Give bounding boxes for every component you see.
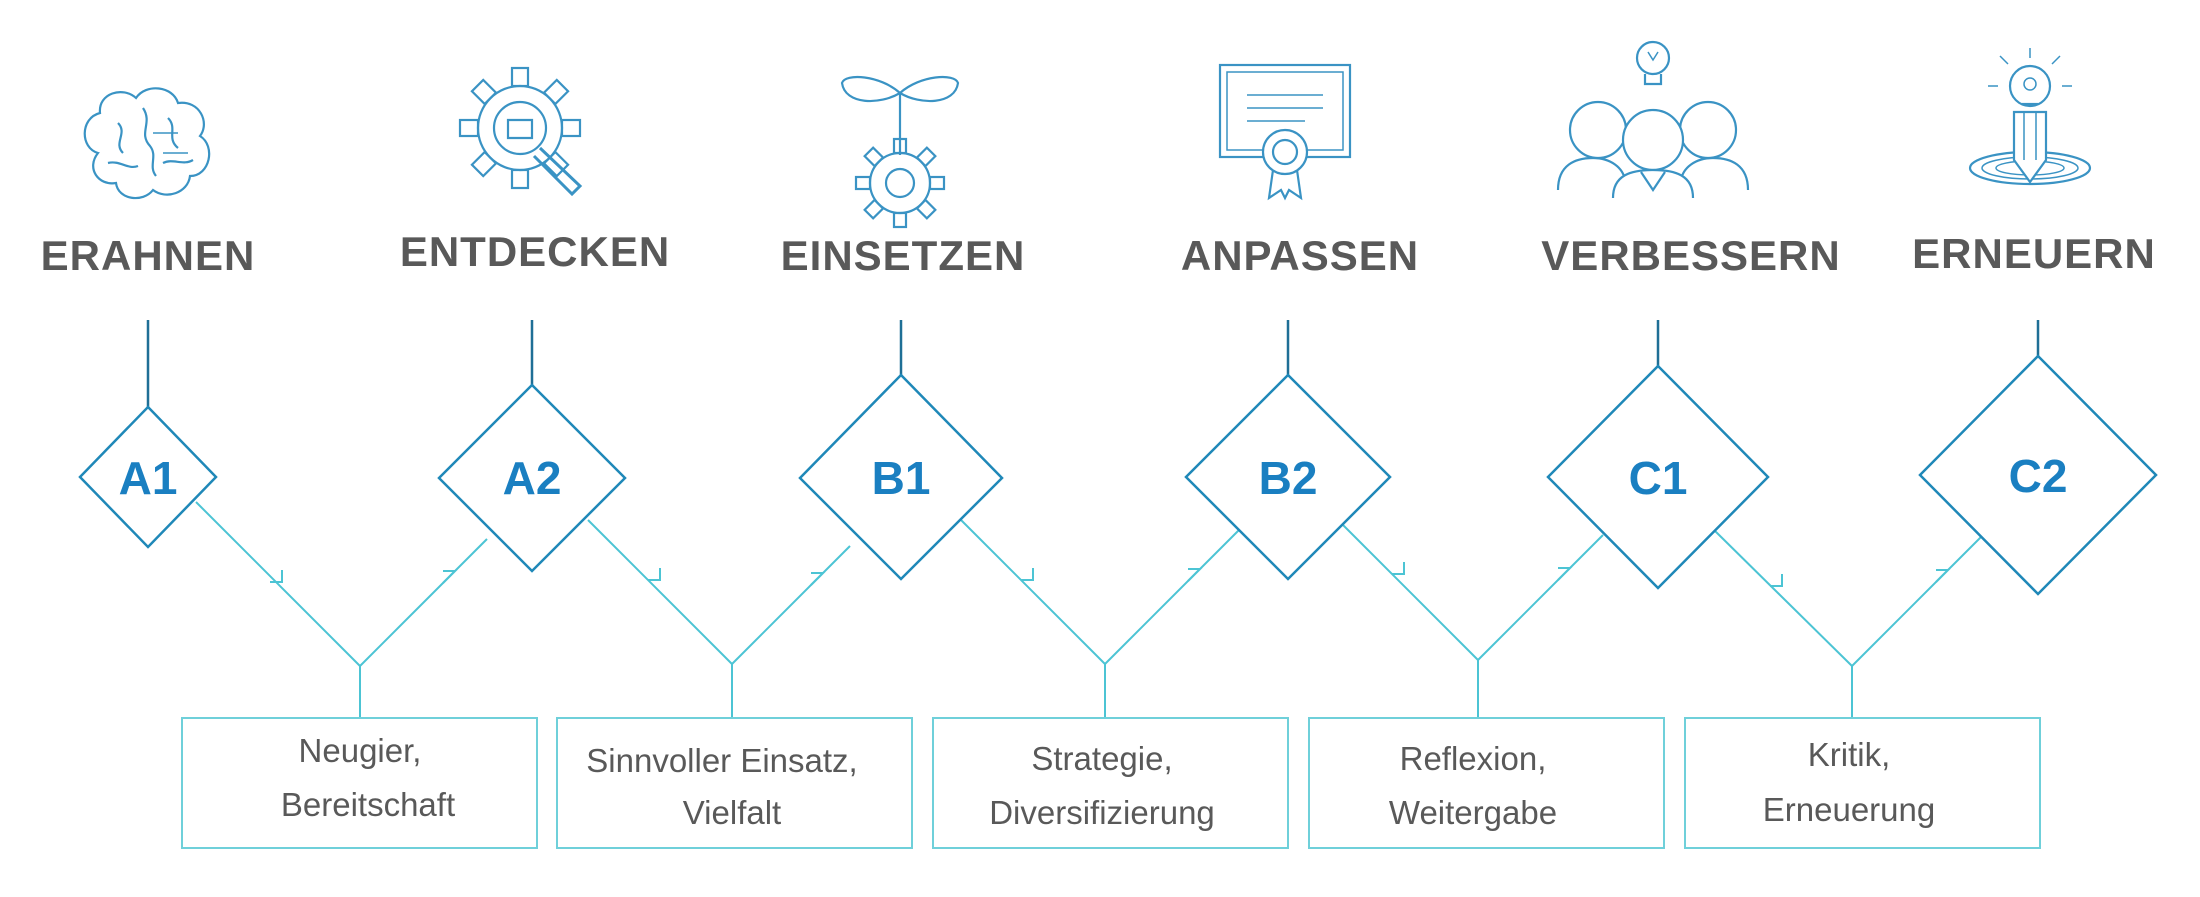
connector-up-4 — [1477, 534, 1604, 661]
connectors — [195, 501, 1986, 718]
connector-up-5 — [1851, 532, 1986, 667]
arrow-down-4 — [1392, 562, 1405, 575]
level-diamond-a2: A2 — [437, 383, 627, 573]
transition-box-4: Reflexion, Weitergabe — [1308, 717, 1665, 849]
transition-4-line-1: Reflexion, — [1400, 740, 1547, 777]
arrow-up-1 — [442, 570, 458, 584]
connector-down-1 — [195, 501, 361, 667]
transition-1-line-1: Neugier, — [299, 732, 422, 769]
level-diamond-a1: A1 — [78, 405, 218, 549]
arrow-up-3 — [1187, 568, 1203, 582]
transition-2-line-1: Sinnvoller Einsatz, — [586, 742, 857, 779]
certificate-icon — [1218, 63, 1352, 201]
transition-2-line-2: Vielfalt — [683, 794, 781, 831]
stage-title-3: EINSETZEN — [781, 232, 1026, 279]
gear-magnifier-icon — [458, 66, 583, 197]
brain-icon — [83, 87, 211, 200]
connector-up-3 — [1104, 528, 1241, 665]
team-idea-icon — [1556, 40, 1750, 199]
stage-title-2: ENTDECKEN — [400, 228, 670, 275]
level-diamond-b2: B2 — [1184, 373, 1392, 581]
arrow-down-2 — [648, 568, 661, 581]
arrow-up-2 — [810, 572, 826, 586]
transition-5-line-1: Kritik, — [1808, 736, 1891, 773]
connector-up-1 — [359, 538, 488, 667]
connector-up-2 — [731, 545, 851, 665]
level-diamond-c2: C2 — [1918, 354, 2158, 596]
stage-title-4: ANPASSEN — [1181, 232, 1419, 279]
arrow-down-3 — [1021, 568, 1034, 581]
transition-box-1: Neugier, Bereitschaft — [181, 717, 538, 849]
connector-down-3 — [960, 519, 1106, 665]
gear-sprout-icon — [840, 76, 960, 229]
connector-down-4 — [1339, 521, 1479, 661]
arrow-up-4 — [1557, 567, 1573, 581]
transition-box-3: Strategie, Diversifizierung — [932, 717, 1289, 849]
transition-3-line-2: Diversifizierung — [989, 794, 1215, 831]
level-code-c2: C2 — [2009, 450, 2068, 502]
stage-title-6: ERNEUERN — [1912, 230, 2156, 277]
level-code-b2: B2 — [1259, 452, 1318, 504]
arrow-down-5 — [1770, 574, 1783, 587]
level-code-c1: C1 — [1629, 452, 1688, 504]
arrow-down-1 — [270, 570, 283, 583]
pencil-lightbulb-icon — [1968, 48, 2092, 186]
transition-5-line-2: Erneuerung — [1763, 791, 1935, 828]
transition-3-line-1: Strategie, — [1031, 740, 1172, 777]
transition-box-2: Sinnvoller Einsatz, Vielfalt — [556, 717, 913, 849]
transition-4-line-2: Weitergabe — [1389, 794, 1557, 831]
connector-down-5 — [1711, 527, 1853, 667]
stage-title-1: ERAHNEN — [41, 232, 256, 279]
level-diamond-b1: B1 — [798, 373, 1004, 581]
transition-box-5: Kritik, Erneuerung — [1684, 717, 2041, 849]
level-code-a1: A1 — [119, 452, 178, 504]
transition-1-line-2: Bereitschaft — [281, 786, 455, 823]
arrow-up-5 — [1935, 569, 1951, 583]
level-code-b1: B1 — [872, 452, 931, 504]
stage-title-5: VERBESSERN — [1541, 232, 1840, 279]
level-diamond-c1: C1 — [1546, 364, 1770, 590]
connector-down-2 — [587, 519, 733, 665]
level-code-a2: A2 — [503, 452, 562, 504]
